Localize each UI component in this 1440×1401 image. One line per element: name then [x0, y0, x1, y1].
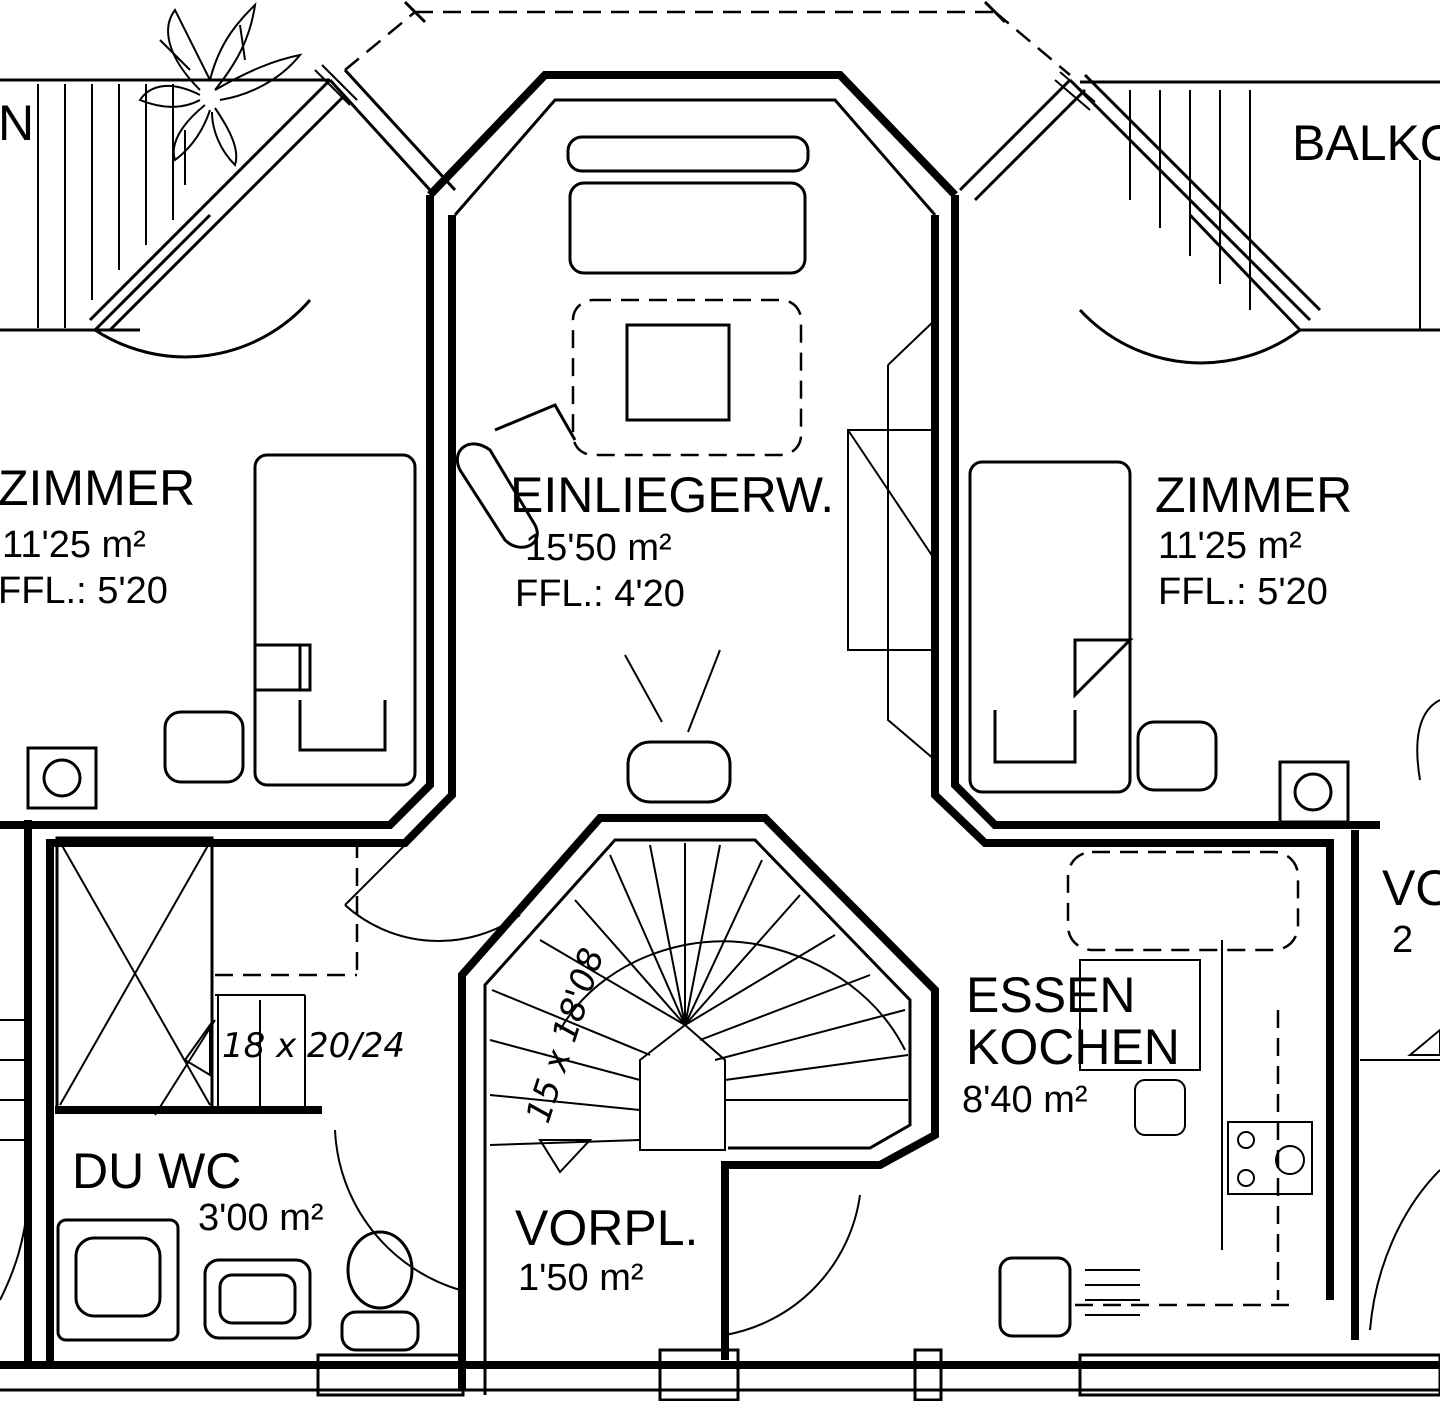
room-name-kochen: KOCHEN	[966, 1019, 1180, 1075]
door-swing-balcony-left	[93, 213, 312, 359]
corner-window-left	[88, 64, 457, 332]
room-name-essen: ESSEN	[966, 967, 1136, 1023]
edge-label-right-room: VO	[1382, 860, 1440, 916]
room-area-vorpl: 1'50 m²	[518, 1257, 644, 1299]
nightstand-left	[163, 710, 245, 784]
bay-walls	[0, 71, 1380, 1365]
kitchen-counter	[998, 850, 1313, 1338]
bed-left	[253, 453, 417, 787]
stair-label-secondary: 18 x 20/24	[222, 1026, 405, 1066]
room-name-zimmer-right: ZIMMER	[1155, 467, 1352, 523]
shower	[55, 836, 214, 1112]
room-name-du-wc: DU WC	[72, 1143, 241, 1199]
door-swing-hall	[215, 819, 521, 977]
wc-fixtures	[56, 1129, 461, 1352]
stair-small	[154, 994, 306, 1116]
door-swing-balcony-right	[1078, 213, 1302, 365]
nightstand-right	[1136, 720, 1218, 792]
edge-label-left: N	[0, 95, 34, 151]
top-dimension	[344, 0, 1071, 76]
edge-label-balcony: BALKO	[1292, 115, 1440, 171]
left-stair-fragment	[0, 1019, 29, 1301]
edge-label-right-area: 2	[1392, 919, 1413, 961]
tv-set	[624, 649, 732, 804]
rug-outline	[571, 298, 803, 457]
coffee-table	[625, 323, 731, 422]
room-area-einliegerw: 15'50 m²	[525, 527, 672, 569]
column-left	[26, 746, 98, 810]
balcony-left	[0, 78, 330, 332]
room-area-zimmer-right: 11'25 m²	[1158, 525, 1302, 567]
sofa	[566, 135, 810, 275]
corner-window-right	[958, 71, 1322, 322]
right-room-fragment	[1360, 699, 1440, 1331]
stair-treads	[489, 843, 909, 1174]
room-name-zimmer-left: ZIMMER	[0, 460, 195, 516]
armchair	[455, 403, 577, 549]
room-name-vorpl: VORPL.	[515, 1200, 698, 1256]
plant-sketch	[138, 2, 303, 185]
balcony-right	[1080, 80, 1440, 332]
room-area-essen-kochen: 8'40 m²	[962, 1079, 1088, 1121]
room-name-einliegerw: EINLIEGERW.	[510, 467, 834, 523]
room-ffl-zimmer-right: FFL.: 5'20	[1158, 571, 1328, 613]
room-ffl-einliegerw: FFL.: 4'20	[515, 573, 685, 615]
door-swing-vorplatz	[724, 1170, 861, 1336]
room-area-zimmer-left: 11'25 m²	[2, 524, 146, 566]
bottom-wall	[0, 1348, 1440, 1401]
shelf-unit	[847, 319, 939, 761]
bed-right	[968, 460, 1134, 794]
column-right	[1278, 760, 1350, 824]
stair-label-primary: 15 x 18'08	[519, 943, 613, 1127]
room-ffl-zimmer-left: FFL.: 5'20	[0, 570, 168, 612]
room-area-du-wc: 3'00 m²	[198, 1197, 324, 1239]
